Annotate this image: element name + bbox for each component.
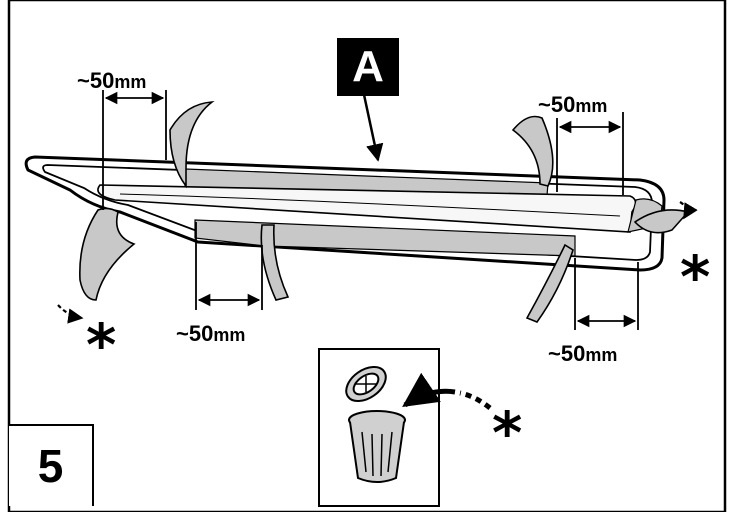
trash-bin-icon <box>345 365 406 483</box>
dimension-bottom-right <box>574 258 639 330</box>
callout-label-a: A <box>337 38 399 96</box>
into-bin-arrow-icon <box>402 372 456 408</box>
peeled-liner-top-right <box>511 115 554 187</box>
chrome-trim-highlight <box>119 193 621 217</box>
asterisk-icon-bin: * <box>492 399 523 467</box>
asterisk-icon-right: * <box>680 243 711 311</box>
peeled-liner-bottom-right <box>525 243 574 323</box>
step-number: 5 <box>9 424 94 506</box>
adhesive-tape-bottom <box>194 219 576 257</box>
asterisk-icon-left: * <box>86 311 117 379</box>
peeled-liner-top-left <box>169 101 215 189</box>
dimension-label-top-left: ~50mm <box>77 68 147 93</box>
curved-arrow-icon-right <box>679 201 698 220</box>
into-bin-arrow-dashes <box>459 390 492 410</box>
dimension-top-left <box>102 90 167 210</box>
callout-arrow-icon <box>361 89 384 162</box>
diagram-border <box>7 0 727 512</box>
peeled-liner-left <box>79 207 136 301</box>
peeled-liner-right <box>633 209 690 234</box>
dimension-bottom-mid <box>195 222 263 310</box>
dimension-label-bottom-right: ~50mm <box>548 341 618 366</box>
dimension-top-right <box>556 112 624 195</box>
curved-arrow-icon-left <box>57 304 84 324</box>
dimension-label-top-right: ~50mm <box>538 92 608 117</box>
dimension-label-bottom-mid: ~50mm <box>176 321 246 346</box>
